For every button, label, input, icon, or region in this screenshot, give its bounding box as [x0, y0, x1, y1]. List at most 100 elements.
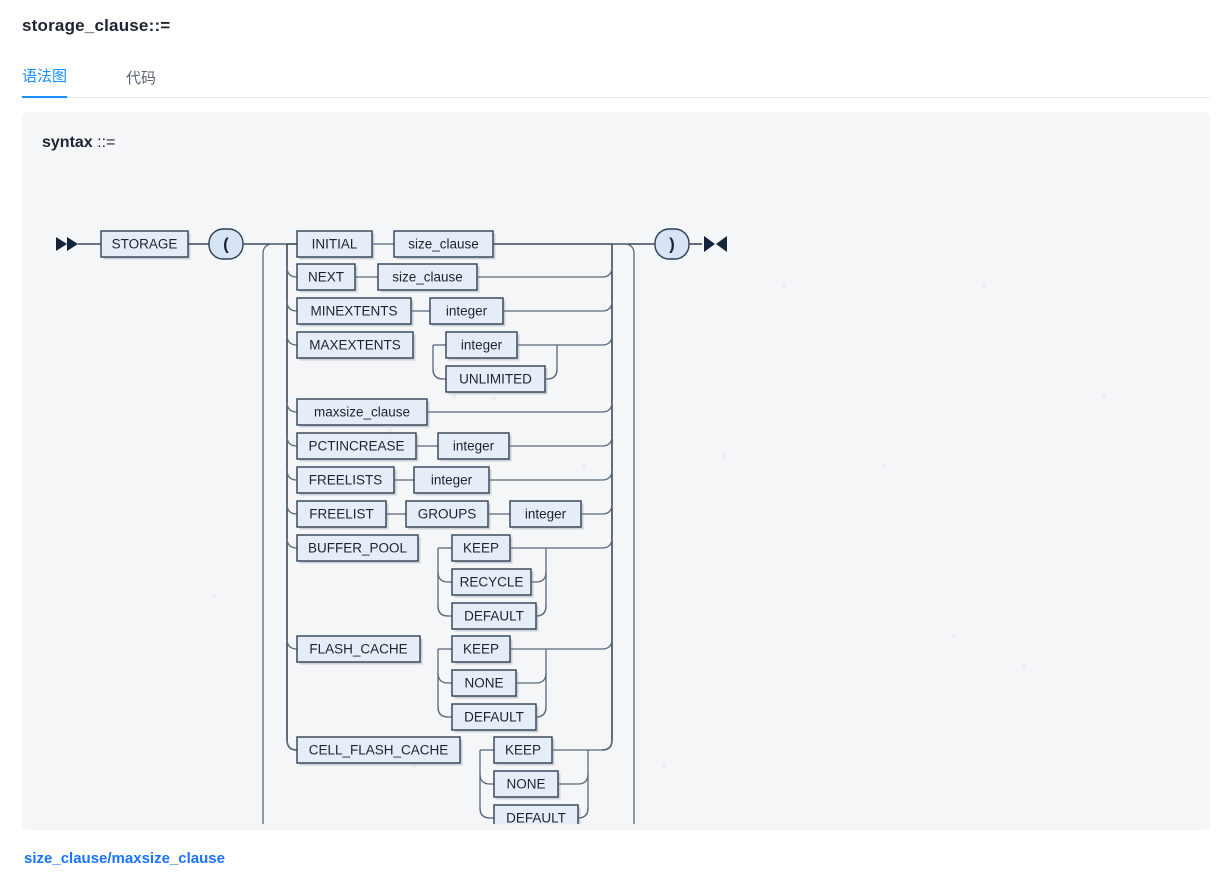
node-alt-initial-item-0: INITIAL [296, 230, 375, 260]
page-title: storage_clause::= [22, 16, 171, 35]
terminal-label: ( [223, 234, 229, 253]
box-label: maxsize_clause [314, 405, 410, 420]
box-label: NONE [464, 676, 503, 691]
rail-fork-branch [286, 300, 298, 312]
rail-subfork-branch [437, 672, 452, 684]
box-label: size_clause [392, 270, 463, 285]
node-alt-cell-flash-cache-choice-0: KEEP [493, 736, 555, 766]
node-alt-freelist-item-2: integer [509, 500, 584, 530]
box-label: integer [453, 439, 495, 454]
box-body [429, 297, 504, 325]
box-body [493, 736, 553, 764]
node-alt-cell-flash-cache-choice-1: NONE [493, 770, 561, 800]
rail-subfork-branch [432, 368, 446, 380]
node-alt-initial-item-1: size_clause [393, 230, 496, 260]
footer-link-size-clause[interactable]: size_clause/maxsize_clause [24, 850, 225, 867]
rail-fork-branch [286, 739, 298, 751]
box-body [296, 736, 461, 764]
rail-choice-branch-merge [577, 807, 589, 819]
box-body [445, 331, 518, 359]
box-label: DEFAULT [464, 710, 524, 725]
node-alt-flash-cache-choice-0: KEEP [451, 635, 513, 665]
node-alt-buffer-pool-item-0: BUFFER_POOL [296, 534, 421, 564]
background-dot [982, 284, 986, 288]
tab-code[interactable]: 代码 [126, 70, 157, 87]
end-marker-icon [704, 236, 715, 252]
node-alt-freelists-item-1: integer [413, 466, 492, 496]
box-body [296, 466, 395, 494]
rail-row-merge [581, 503, 613, 515]
syntax-heading-separator: ::= [97, 134, 116, 151]
background-dot [582, 464, 586, 468]
rail-row-merge [477, 266, 613, 278]
rail-merge-vertical [601, 244, 613, 751]
tab-syntax-diagram[interactable]: 语法图 [22, 61, 68, 98]
box-label: FREELIST [309, 507, 374, 522]
background-dot [1102, 394, 1106, 398]
background-dot [952, 634, 956, 638]
rail-fork-branch [286, 334, 298, 346]
box-label: NONE [506, 777, 545, 792]
tab-bar-divider [22, 97, 1210, 98]
background-dot [1022, 664, 1026, 668]
rail-fork-vertical [286, 244, 298, 751]
box-body [493, 770, 559, 798]
rail-choice-branch-merge [535, 605, 547, 617]
rail-choice-branch-merge [535, 706, 547, 718]
start-marker-icon [56, 237, 67, 251]
box-body [296, 635, 421, 663]
box-label: KEEP [463, 642, 499, 657]
background-dot [388, 429, 392, 433]
rail-fork-branch [286, 435, 298, 447]
rail-row-merge [509, 435, 613, 447]
rail-fork-branch [286, 401, 298, 413]
node-terminal-paren-close: ) [654, 228, 690, 260]
rail-row-merge [588, 739, 613, 751]
node-alt-pctincrease-item-1: integer [437, 432, 512, 462]
terminal-label: ) [669, 234, 675, 253]
syntax-heading: syntax ::= [42, 134, 115, 152]
box-body [296, 500, 387, 528]
rail-subfork-branch [479, 807, 494, 819]
box-body [296, 432, 417, 460]
rail-choice-branch-merge [531, 571, 547, 583]
box-body [296, 263, 356, 291]
node-alt-maxextents-item-0: MAXEXTENTS [296, 331, 416, 361]
end-marker-icon [716, 236, 727, 252]
box-label: integer [461, 338, 503, 353]
rail-row-merge [427, 401, 613, 413]
background-dot [212, 594, 216, 598]
node-alt-freelist-item-1: GROUPS [405, 500, 491, 530]
box-label: FLASH_CACHE [309, 642, 407, 657]
background-dot [722, 454, 726, 458]
rail-fork-branch [286, 469, 298, 481]
node-alt-flash-cache-item-0: FLASH_CACHE [296, 635, 423, 665]
background-dot [782, 284, 786, 288]
node-alt-buffer-pool-choice-2: DEFAULT [451, 602, 539, 632]
box-label: DEFAULT [506, 811, 566, 824]
node-terminal-paren-open: ( [208, 228, 244, 260]
rail-subfork-branch [437, 571, 452, 583]
box-body [405, 500, 489, 528]
rail-row-merge [489, 469, 613, 481]
rail-row-merge [546, 537, 613, 549]
box-label: FREELISTS [309, 473, 383, 488]
start-marker-icon [67, 237, 78, 251]
node-alt-pctincrease-item-0: PCTINCREASE [296, 432, 419, 462]
box-body [377, 263, 478, 291]
box-label: integer [525, 507, 567, 522]
box-label: BUFFER_POOL [308, 541, 408, 556]
node-alt-minextents-item-0: MINEXTENTS [296, 297, 414, 327]
box-body [296, 297, 412, 325]
rail-row-merge [546, 638, 613, 650]
box-body [296, 331, 414, 359]
rail-choice-branch-merge [545, 368, 558, 380]
background-dot [452, 394, 456, 398]
box-label: CELL_FLASH_CACHE [309, 743, 449, 758]
rail-choice-branch-merge [516, 672, 547, 684]
box-body [445, 365, 546, 393]
background-dot [412, 764, 416, 768]
rail-row-merge [503, 300, 613, 312]
